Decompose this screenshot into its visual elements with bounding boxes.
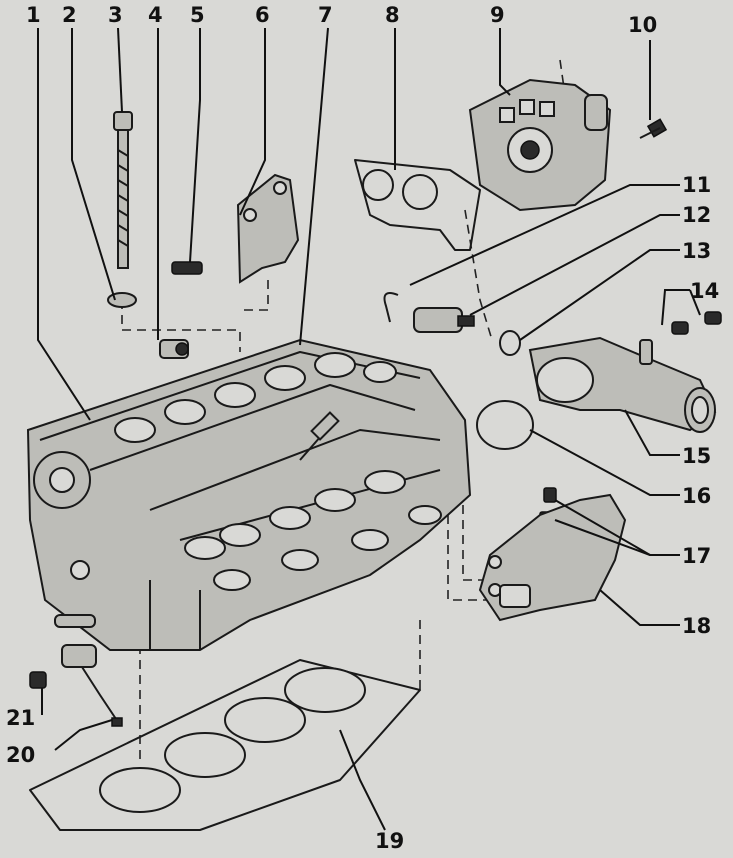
callout-2: 2 <box>62 3 77 27</box>
head-gasket <box>29 659 421 831</box>
callout-7: 7 <box>318 3 333 27</box>
o-ring <box>499 330 521 356</box>
fitting-part-5 <box>171 261 203 275</box>
camshaft-sensor <box>61 644 123 727</box>
callout-4: 4 <box>148 3 163 27</box>
bolt-part-10 <box>639 118 668 139</box>
head-bolt <box>113 111 133 269</box>
callout-18: 18 <box>682 614 711 638</box>
retaining-clip <box>383 292 399 323</box>
callout-6: 6 <box>255 3 270 27</box>
dowel-pin <box>54 614 96 628</box>
vacuum-pump-gasket <box>354 159 481 251</box>
callout-11: 11 <box>682 173 711 197</box>
callout-10: 10 <box>628 13 657 37</box>
plug-part-4 <box>159 339 189 359</box>
callout-20: 20 <box>6 743 35 767</box>
bracket-hole <box>243 208 257 222</box>
callout-16: 16 <box>682 484 711 508</box>
callout-9: 9 <box>490 3 505 27</box>
mounting-bracket <box>478 493 627 622</box>
bracket-part-6 <box>236 173 300 284</box>
vacuum-pump <box>468 78 612 212</box>
callout-14: 14 <box>690 279 719 303</box>
bolt-washer <box>107 292 137 308</box>
callout-8: 8 <box>385 3 400 27</box>
leader-lines <box>37 27 701 831</box>
cylinder-head <box>26 338 472 651</box>
callout-5: 5 <box>190 3 205 27</box>
port-openings <box>184 470 442 591</box>
bracket-hole <box>273 181 287 195</box>
callout-1: 1 <box>26 3 41 27</box>
callout-17: 17 <box>682 544 711 568</box>
camshaft-row <box>114 352 397 443</box>
callout-12: 12 <box>682 203 711 227</box>
callout-3: 3 <box>108 3 123 27</box>
callout-19: 19 <box>375 829 404 853</box>
callout-13: 13 <box>682 239 711 263</box>
sensor-bolt <box>29 671 47 689</box>
coolant-flange <box>528 336 717 433</box>
coolant-sensor <box>413 307 475 333</box>
callout-labels: 1 2 3 4 5 6 7 8 9 10 11 12 13 14 15 16 1… <box>6 3 719 853</box>
glow-plug-body <box>310 411 340 441</box>
callout-21: 21 <box>6 706 35 730</box>
callout-15: 15 <box>682 444 711 468</box>
flange-seal <box>476 400 534 450</box>
flange-bolts <box>671 311 722 335</box>
